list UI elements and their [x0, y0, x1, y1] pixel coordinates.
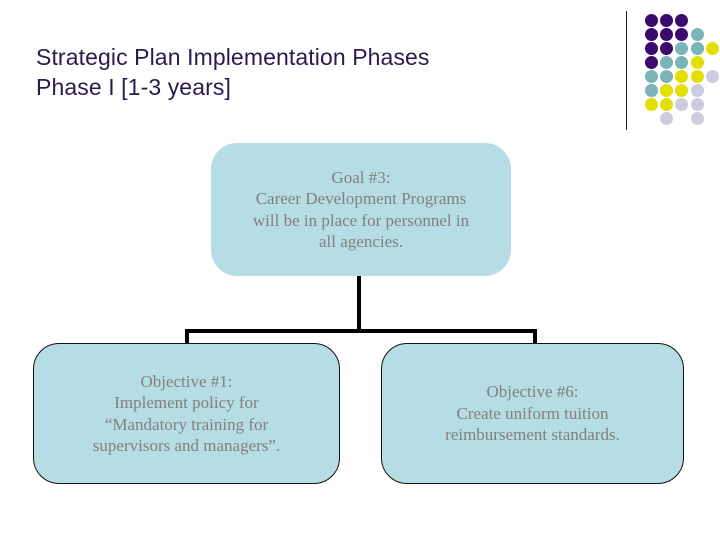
- decorative-vertical-rule: [626, 11, 627, 130]
- node-goal-label: Goal #3: Career Development Programs wil…: [252, 167, 470, 252]
- decorative-dot: [645, 14, 658, 27]
- decorative-dot: [645, 28, 658, 41]
- decorative-dot: [645, 98, 658, 111]
- decorative-dot: [690, 70, 704, 83]
- decorative-dot: [690, 112, 704, 125]
- decorative-dot: [660, 56, 674, 69]
- connector-drop-objective6: [533, 329, 537, 345]
- decorative-dot: [675, 84, 689, 97]
- decorative-dot: [675, 14, 689, 27]
- node-objective-6-label: Objective #6: Create uniform tuition rei…: [445, 382, 620, 445]
- connector-horizontal-bar: [185, 329, 537, 333]
- decorative-dot: [675, 42, 689, 55]
- decorative-dot: [645, 84, 658, 97]
- decorative-dot: [705, 70, 719, 83]
- decorative-dot: [660, 84, 674, 97]
- title-line-1: Strategic Plan Implementation Phases: [36, 44, 430, 70]
- decorative-dot: [660, 70, 674, 83]
- decorative-dot: [660, 112, 674, 125]
- node-goal[interactable]: Goal #3: Career Development Programs wil…: [211, 143, 511, 276]
- decorative-dot: [660, 28, 674, 41]
- decorative-dot: [660, 42, 674, 55]
- decorative-dot: [675, 56, 689, 69]
- node-objective-1-label: Objective #1: Implement policy for “Mand…: [92, 371, 281, 456]
- decorative-dot: [690, 84, 704, 97]
- decorative-dot: [690, 98, 704, 111]
- node-objective-1[interactable]: Objective #1: Implement policy for “Mand…: [33, 343, 340, 484]
- decorative-dot: [675, 98, 689, 111]
- title-line-2: Phase I [1-3 years]: [36, 74, 231, 100]
- decorative-dot-grid-icon: [645, 14, 719, 128]
- decorative-dot: [675, 70, 689, 83]
- decorative-dot: [645, 56, 658, 69]
- node-objective-6[interactable]: Objective #6: Create uniform tuition rei…: [381, 343, 684, 484]
- decorative-dot: [660, 98, 674, 111]
- decorative-dot: [690, 56, 704, 69]
- decorative-dot: [645, 42, 658, 55]
- connector-goal-stem: [357, 276, 361, 332]
- page-title: Strategic Plan Implementation Phases Pha…: [36, 42, 596, 102]
- connector-drop-objective1: [185, 329, 189, 345]
- decorative-dot: [690, 28, 704, 41]
- decorative-dot: [645, 70, 658, 83]
- decorative-dot: [660, 14, 674, 27]
- decorative-dot: [675, 28, 689, 41]
- decorative-dot: [705, 42, 719, 55]
- decorative-dot: [690, 42, 704, 55]
